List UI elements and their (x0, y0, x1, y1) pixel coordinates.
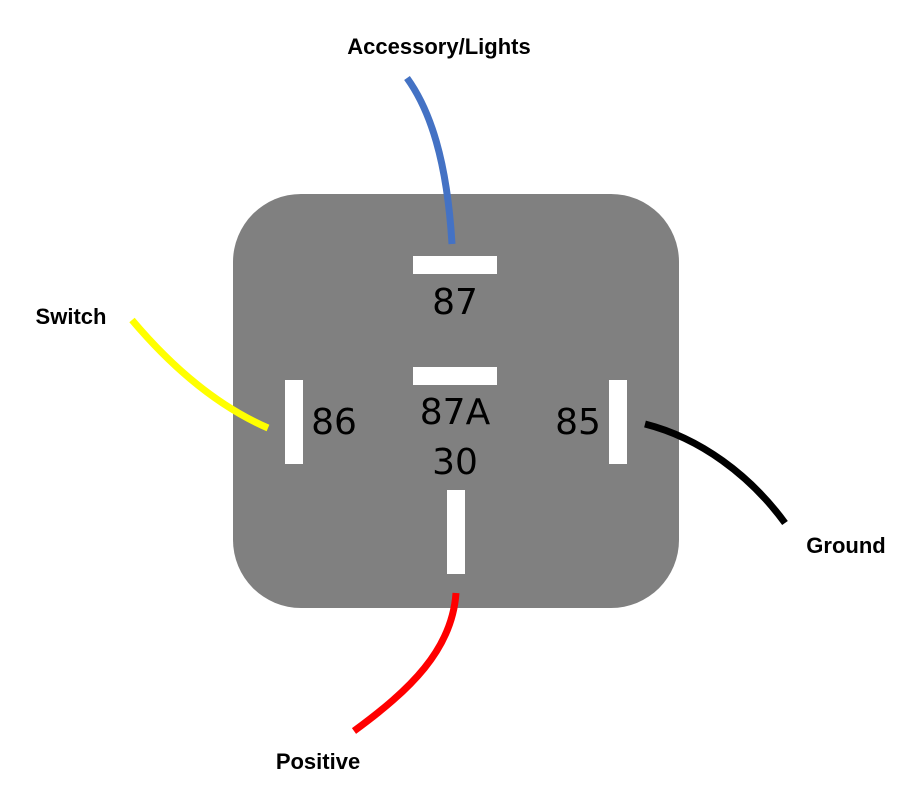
positive-wire (351, 592, 460, 734)
pin-87a-terminal (413, 367, 497, 385)
pin-87-terminal (413, 256, 497, 274)
ground-wire (644, 420, 788, 526)
pin-87-label: 87 (432, 282, 478, 323)
accessory-wire (404, 75, 456, 245)
switch-label: Switch (36, 304, 107, 329)
accessory-lights-label: Accessory/Lights (347, 34, 530, 59)
pin-86-terminal (285, 380, 303, 464)
positive-label: Positive (276, 749, 360, 774)
ground-label: Ground (806, 533, 885, 558)
switch-wire (129, 317, 270, 432)
pin-86-label: 86 (311, 402, 357, 443)
pin-30-label: 30 (432, 442, 478, 483)
pin-30-terminal (447, 490, 465, 574)
pin-87a-label: 87A (420, 392, 491, 433)
relay-body (233, 194, 679, 608)
pin-85-terminal (609, 380, 627, 464)
pin-85-label: 85 (555, 402, 601, 443)
